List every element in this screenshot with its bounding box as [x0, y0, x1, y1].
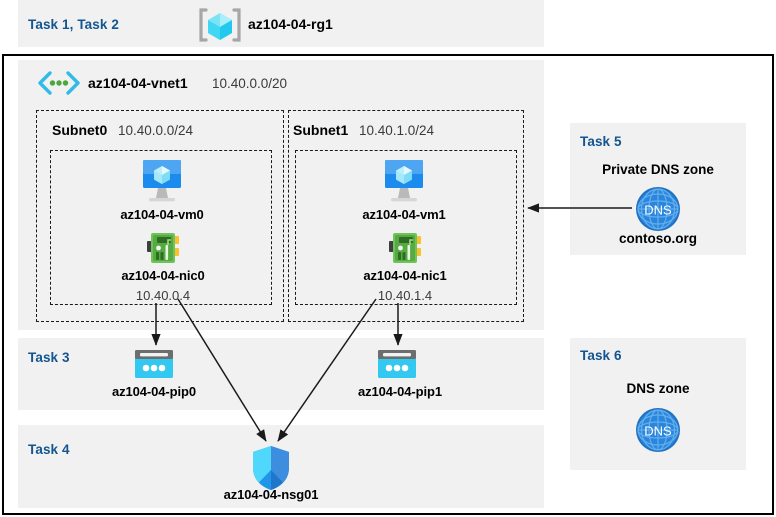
nsg-label: az104-04-nsg01 — [223, 487, 319, 502]
task3-panel — [18, 338, 544, 410]
task-label-3: Task 3 — [28, 350, 70, 365]
subnet1-boundary — [288, 110, 524, 322]
virtual-machine-icon — [378, 158, 430, 204]
private-dns-zone-name: contoso.org — [619, 231, 697, 246]
nic0-label: az104-04-nic0 — [121, 268, 205, 283]
dns-zone-heading: DNS zone — [626, 381, 690, 396]
subscription-frame — [2, 54, 774, 515]
task1-task2-panel — [18, 0, 544, 47]
task-label-1-2: Task 1, Task 2 — [28, 17, 119, 32]
subnet0-inner-boundary — [50, 150, 272, 305]
pip0-label: az104-04-pip0 — [112, 384, 196, 399]
dns-icon-text: DNS — [644, 424, 672, 439]
subnet0-name: Subnet0 — [52, 122, 108, 138]
virtual-machine-icon — [136, 158, 188, 204]
private-dns-zone-heading: Private DNS zone — [602, 162, 714, 177]
task-label-6: Task 6 — [580, 348, 622, 363]
subnet1-cidr: 10.40.1.0/24 — [359, 123, 435, 138]
nic0-ip: 10.40.0.4 — [135, 288, 191, 303]
vm1-label: az104-04-vm1 — [362, 207, 446, 222]
network-interface-icon — [145, 231, 181, 265]
network-interface-icon — [387, 231, 423, 265]
dns-zone-icon: DNS — [634, 406, 682, 454]
task-label-4: Task 4 — [28, 442, 70, 457]
subnet0-boundary — [36, 110, 284, 322]
vnet-panel — [18, 60, 544, 330]
task-label-5: Task 5 — [580, 134, 622, 149]
nic1-ip: 10.40.1.4 — [377, 288, 433, 303]
subnet0-cidr: 10.40.0.0/24 — [118, 123, 194, 138]
resource-group-icon — [198, 6, 242, 44]
nic1-label: az104-04-nic1 — [363, 268, 447, 283]
vm0-label: az104-04-vm0 — [120, 207, 204, 222]
pip1-label: az104-04-pip1 — [358, 384, 442, 399]
dns-zone-icon: DNS — [634, 185, 682, 233]
network-security-group-icon — [249, 444, 293, 492]
subnet1-name: Subnet1 — [293, 122, 349, 138]
public-ip-address-icon — [133, 348, 175, 380]
vnet-address-space: 10.40.0.0/20 — [212, 76, 288, 91]
dns-icon-text: DNS — [644, 203, 672, 218]
subnet1-inner-boundary — [295, 150, 517, 305]
virtual-network-icon — [36, 70, 82, 96]
vnet-name: az104-04-vnet1 — [88, 75, 188, 91]
public-ip-address-icon — [376, 348, 418, 380]
resource-group-name: az104-04-rg1 — [248, 16, 333, 32]
